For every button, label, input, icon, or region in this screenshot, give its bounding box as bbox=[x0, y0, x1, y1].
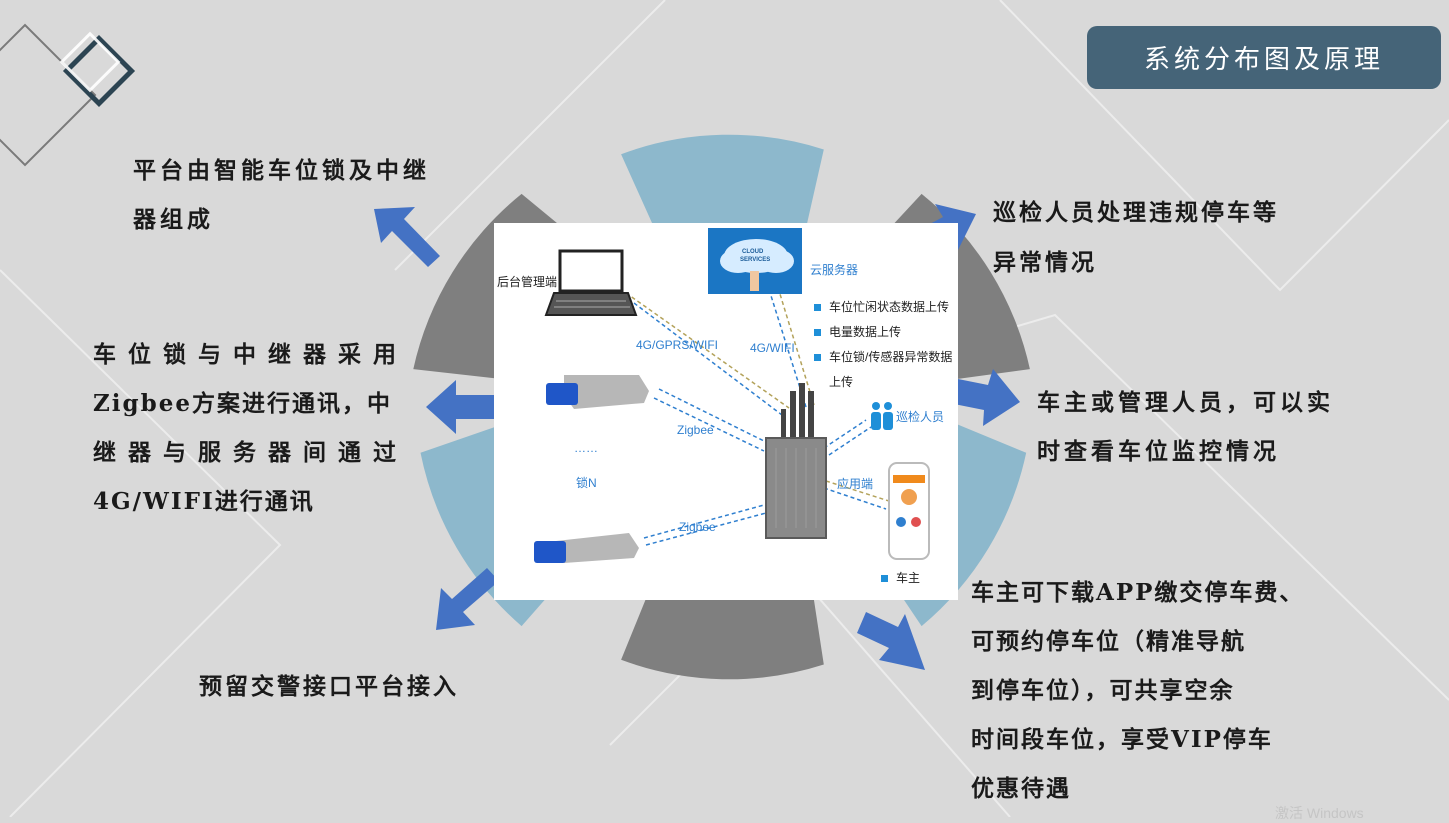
phone-app-icon bbox=[888, 462, 930, 560]
text-line: 异常情况 bbox=[993, 249, 1097, 276]
diagram-graphics bbox=[534, 228, 930, 563]
cloud-label: 云服务器 bbox=[810, 263, 859, 277]
text-mid-right: 车主或管理人员，可以实 时查看车位监控情况 bbox=[1037, 378, 1334, 476]
text-line: 车 位 锁 与 中 继 器 采 用 bbox=[93, 341, 399, 368]
owner-label: 车主 bbox=[881, 569, 920, 586]
text-line: 时查看车位监控情况 bbox=[1037, 438, 1280, 465]
link-cloud-label: 4G/WIFI bbox=[750, 341, 795, 355]
bullet-icon bbox=[814, 304, 821, 312]
link-zigbee-top bbox=[653, 397, 765, 452]
link-backend-label: 4G/GPRS/WIFI bbox=[636, 338, 719, 352]
cloud-badge-1: CLOUD bbox=[742, 249, 764, 255]
text-line: 车主或管理人员，可以实 bbox=[1037, 389, 1334, 416]
inspector-label: 巡检人员 bbox=[896, 410, 945, 424]
text-mid-left: 车 位 锁 与 中 继 器 采 用 Zigbee方案进行通讯，中 继 器 与 服… bbox=[93, 330, 398, 526]
bullet-icon bbox=[881, 575, 888, 583]
text-line: 器组成 bbox=[133, 206, 214, 233]
text-line: 预留交警接口平台接入 bbox=[199, 673, 459, 700]
text-bottom-right: 车主可下载APP缴交停车费、 可预约停车位（精准导航 到停车位），可共享空余 时… bbox=[971, 568, 1304, 813]
cloud-bullet-list: 车位忙闲状态数据上传 电量数据上传 车位锁/传感器异常数据 上传 bbox=[814, 295, 952, 395]
bullet-icon bbox=[814, 354, 821, 362]
text-line: 车主可下载APP缴交停车费、 bbox=[971, 579, 1305, 606]
link-backend-line bbox=[625, 292, 790, 409]
cloud-services-icon bbox=[708, 228, 802, 294]
page-title: 系统分布图及原理 bbox=[1087, 26, 1441, 89]
cloud-badge-2: SERVICES bbox=[740, 257, 771, 263]
text-bottom-left: 预留交警接口平台接入 bbox=[199, 667, 459, 701]
text-top-left: 平台由智能车位锁及中继 器组成 bbox=[133, 146, 430, 244]
lock-n-label: 锁N bbox=[576, 476, 597, 490]
app-label: 应用端 bbox=[837, 477, 874, 491]
bullet-text: 车位锁/传感器异常数据 bbox=[829, 350, 953, 364]
text-line: 继 器 与 服 务 器 间 通 过 bbox=[93, 439, 399, 466]
text-top-right: 巡检人员处理违规停车等 异常情况 bbox=[993, 188, 1279, 288]
text-line: 到停车位），可共享空余 bbox=[971, 677, 1235, 704]
parking-lock-top-icon bbox=[546, 375, 649, 409]
laptop-icon bbox=[544, 249, 638, 316]
bullet-text: 车位忙闲状态数据上传 bbox=[829, 300, 950, 314]
text-line: 时间段车位，享受VIP停车 bbox=[971, 726, 1273, 753]
zigbee-bottom-label: Zigbee bbox=[679, 520, 716, 534]
dots-label: …… bbox=[574, 441, 598, 455]
zigbee-top-label: Zigbee bbox=[677, 423, 714, 437]
cloud-bullet-item: 车位锁/传感器异常数据 bbox=[814, 345, 952, 370]
activation-watermark: 激活 Windows bbox=[1275, 805, 1364, 821]
bullet-text: 上传 bbox=[829, 375, 854, 389]
repeater-device-icon bbox=[765, 383, 827, 539]
text-line: 巡检人员处理违规停车等 bbox=[993, 199, 1279, 226]
text-line: 可预约停车位（精准导航 bbox=[971, 628, 1246, 655]
cloud-bullet-item: 车位忙闲状态数据上传 bbox=[814, 295, 952, 320]
text-line: Zigbee方案进行通讯，中 bbox=[93, 390, 392, 417]
bullet-text: 电量数据上传 bbox=[829, 325, 902, 339]
text-line: 优惠待遇 bbox=[971, 775, 1071, 802]
inspector-icon bbox=[871, 402, 893, 430]
cloud-bullet-item: 电量数据上传 bbox=[814, 320, 952, 345]
parking-lock-bottom-icon bbox=[534, 533, 639, 563]
backend-label: 后台管理端 bbox=[497, 275, 558, 289]
text-line: 4G/WIFI进行通讯 bbox=[93, 488, 315, 515]
cloud-bullet-item: 上传 bbox=[814, 370, 952, 395]
bullet-icon bbox=[814, 329, 821, 337]
system-diagram: 后台管理端 云服务器 CLOUD SERVICES 车位忙闲状态数据上传 电量数… bbox=[494, 223, 958, 600]
text-line: 平台由智能车位锁及中继 bbox=[133, 157, 430, 184]
owner-text: 车主 bbox=[896, 571, 921, 585]
